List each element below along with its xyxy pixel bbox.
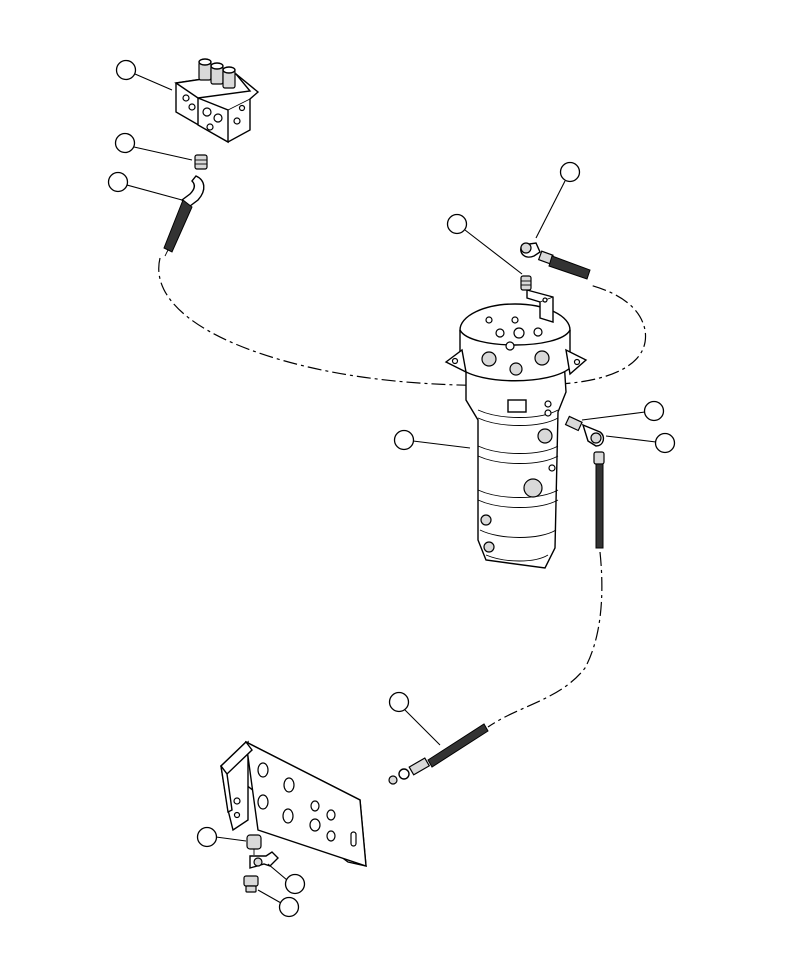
hose-top — [163, 175, 205, 257]
callout-elbow-side — [605, 432, 676, 454]
hose-side — [593, 451, 605, 549]
hose-top-right — [537, 250, 591, 280]
callout-valve-block — [115, 59, 173, 91]
hose-route-bottom — [487, 551, 603, 728]
callout-adapter-swivel-top — [446, 213, 523, 275]
callout-bulkhead-fitting — [196, 826, 247, 848]
tee-fitting — [249, 851, 279, 869]
adapter-top — [194, 154, 208, 170]
callout-swivel-joint — [393, 429, 471, 451]
callout-adapter-side — [581, 400, 665, 422]
callout-hose-top — [107, 171, 183, 201]
bracket-plate — [219, 740, 367, 868]
callout-hose-bottom — [388, 691, 441, 746]
elbow-top-right — [520, 242, 541, 258]
swivel-joint — [444, 289, 588, 569]
valve-block — [174, 58, 260, 144]
hose-bottom — [388, 723, 489, 785]
callout-elbow-top-right — [535, 161, 581, 239]
bulkhead-fitting — [246, 834, 262, 855]
callout-adapter-top — [114, 132, 193, 161]
elbow-side — [581, 423, 605, 447]
adapter-side — [564, 415, 583, 432]
callout-nut-fitting — [257, 889, 300, 918]
nut-fitting — [243, 875, 259, 893]
callout-tee-fitting — [267, 863, 306, 895]
adapter-swivel-top — [520, 275, 532, 291]
